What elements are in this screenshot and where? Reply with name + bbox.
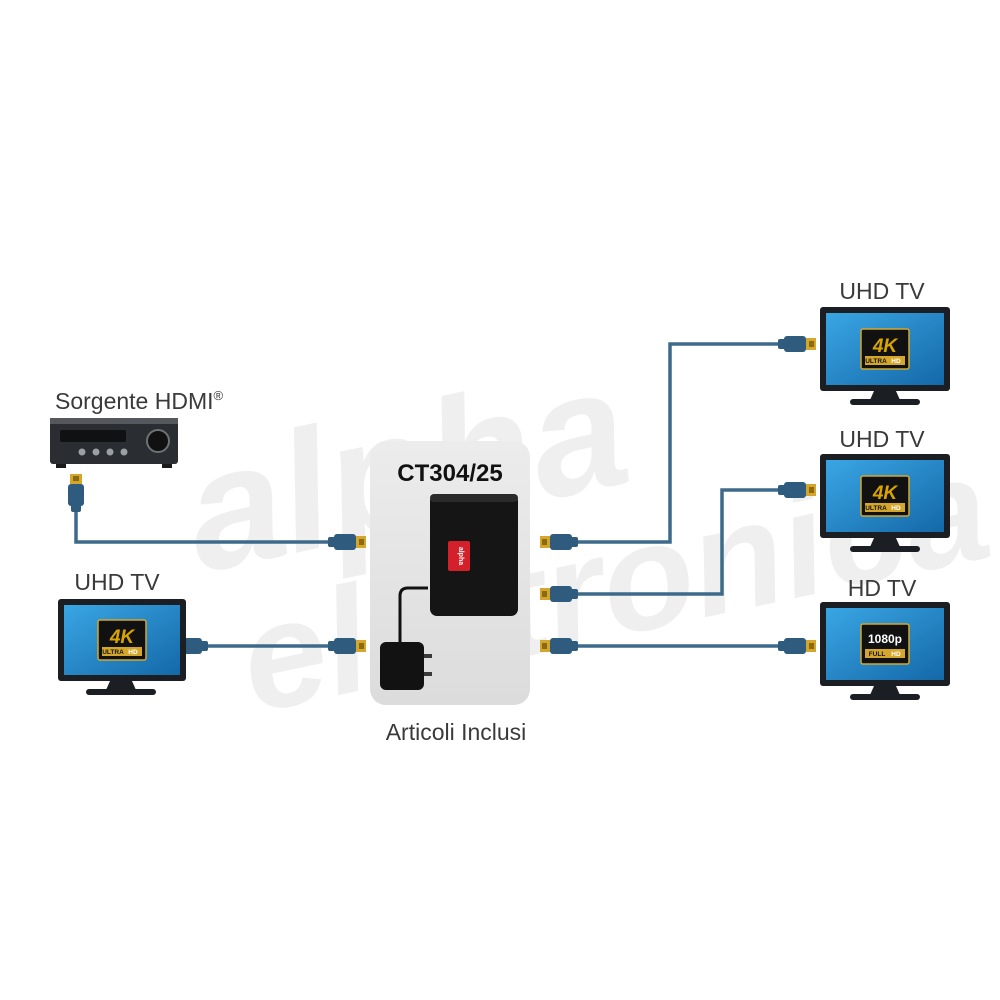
- hdmi-plug-icon: [778, 638, 816, 654]
- svg-text:FULL: FULL: [869, 651, 886, 658]
- hdmi-source-device: [50, 418, 178, 468]
- tv-input-label: UHD TV: [74, 569, 160, 595]
- included-items-label: Articoli Inclusi: [386, 719, 527, 745]
- device-logo-text: alpha: [457, 547, 464, 565]
- model-label: CT304/25: [397, 460, 502, 487]
- hdmi-splitter-device: alpha: [430, 494, 518, 616]
- tv-output-2-icon: 4K ULTRA HD: [820, 454, 950, 552]
- cable-splitter-to-out1: [572, 342, 788, 544]
- hdmi-plug-icon: [68, 474, 84, 512]
- tv-input-icon: 4K ULTRA HD: [58, 599, 186, 695]
- svg-text:HD: HD: [128, 649, 138, 656]
- svg-text:HD: HD: [891, 505, 901, 512]
- hdmi-cables: [74, 342, 788, 648]
- tv-output-2-label: UHD TV: [839, 426, 925, 452]
- cable-source-to-splitter: [74, 506, 338, 544]
- tv-output-3-label: HD TV: [848, 575, 917, 601]
- tv-output-1-icon: 4K ULTRA HD: [820, 307, 950, 405]
- svg-text:4K: 4K: [109, 627, 136, 648]
- svg-text:HD: HD: [891, 651, 901, 658]
- svg-text:1080p: 1080p: [868, 632, 902, 646]
- tv-output-1-label: UHD TV: [839, 278, 925, 304]
- svg-text:ULTRA: ULTRA: [865, 505, 887, 512]
- svg-text:4K: 4K: [872, 483, 899, 504]
- cable-splitter-to-out2: [572, 488, 788, 596]
- tv-output-3-icon: 1080p FULL HD: [820, 602, 950, 700]
- svg-text:ULTRA: ULTRA: [102, 649, 124, 656]
- svg-text:HD: HD: [891, 358, 901, 365]
- device-logo-icon: [448, 541, 470, 571]
- svg-text:ULTRA: ULTRA: [865, 358, 887, 365]
- svg-text:4K: 4K: [872, 336, 899, 357]
- power-adapter-icon: [380, 586, 432, 690]
- source-label: Sorgente HDMI®: [55, 388, 224, 414]
- hdmi-plug-icon: [778, 336, 816, 352]
